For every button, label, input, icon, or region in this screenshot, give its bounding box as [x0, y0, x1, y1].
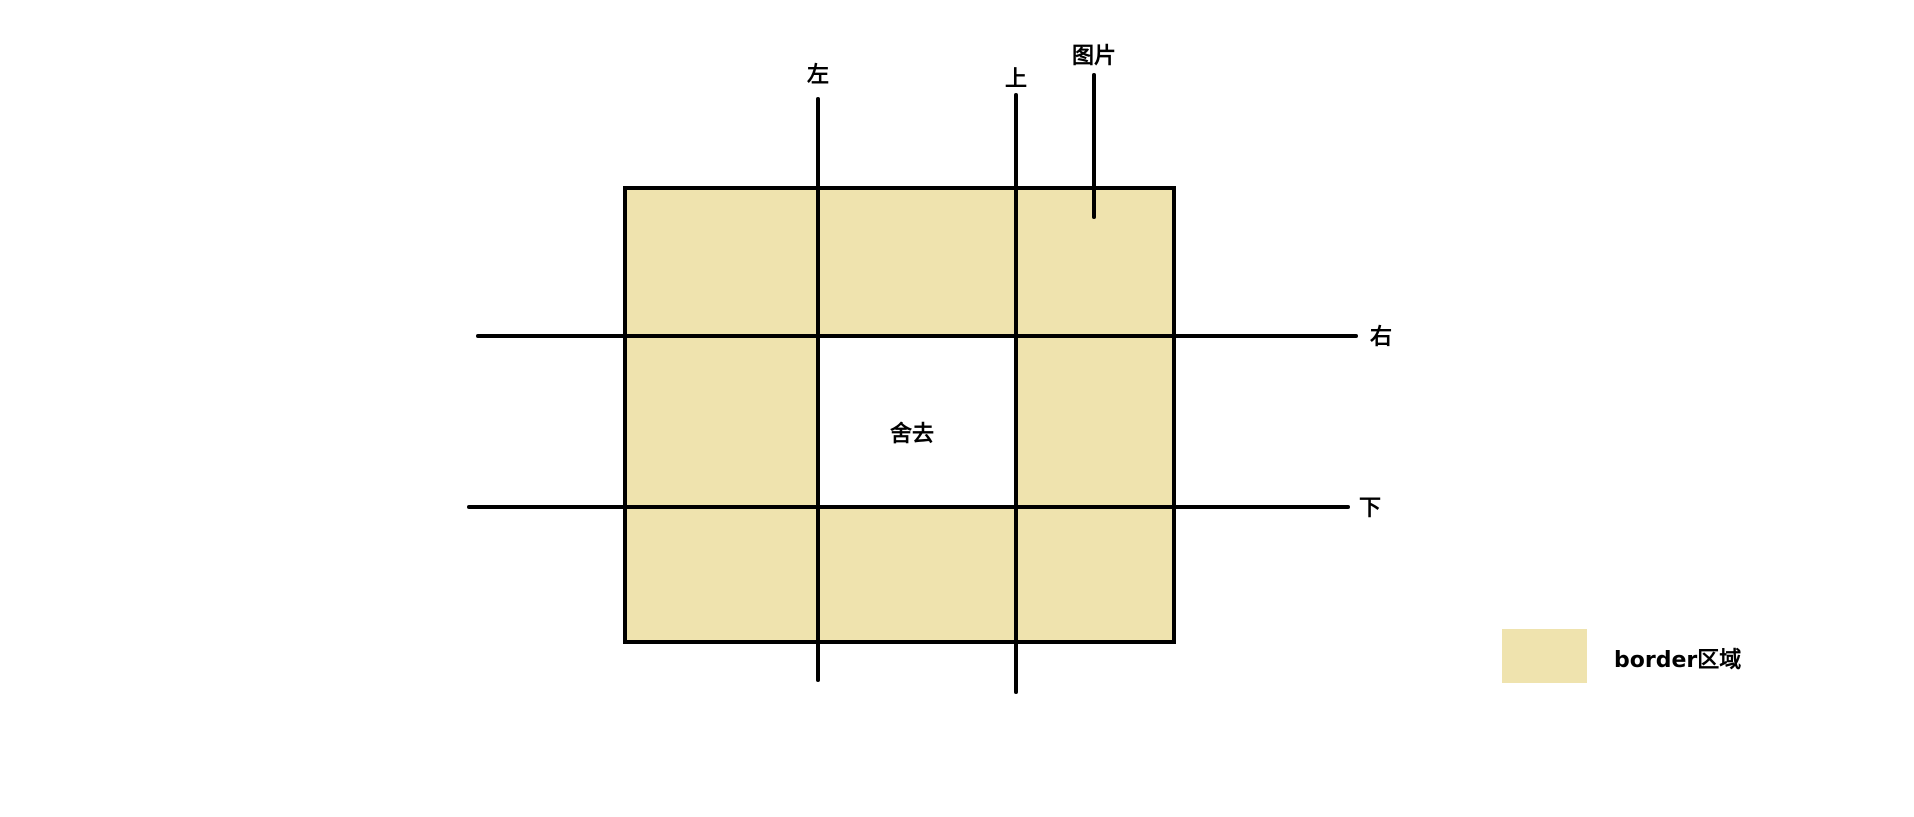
label-center-discarded: 舍去 [890, 421, 934, 447]
label-image: 图片 [1072, 44, 1116, 69]
label-top: 上 [1005, 67, 1027, 92]
legend-swatch [1502, 629, 1587, 683]
label-left: 左 [807, 62, 829, 88]
label-bottom: 下 [1359, 496, 1381, 521]
legend-label: border区域 [1614, 647, 1741, 673]
border-outline [623, 186, 1176, 644]
discarded-center-cell [818, 336, 1016, 507]
label-right: 右 [1370, 325, 1392, 350]
